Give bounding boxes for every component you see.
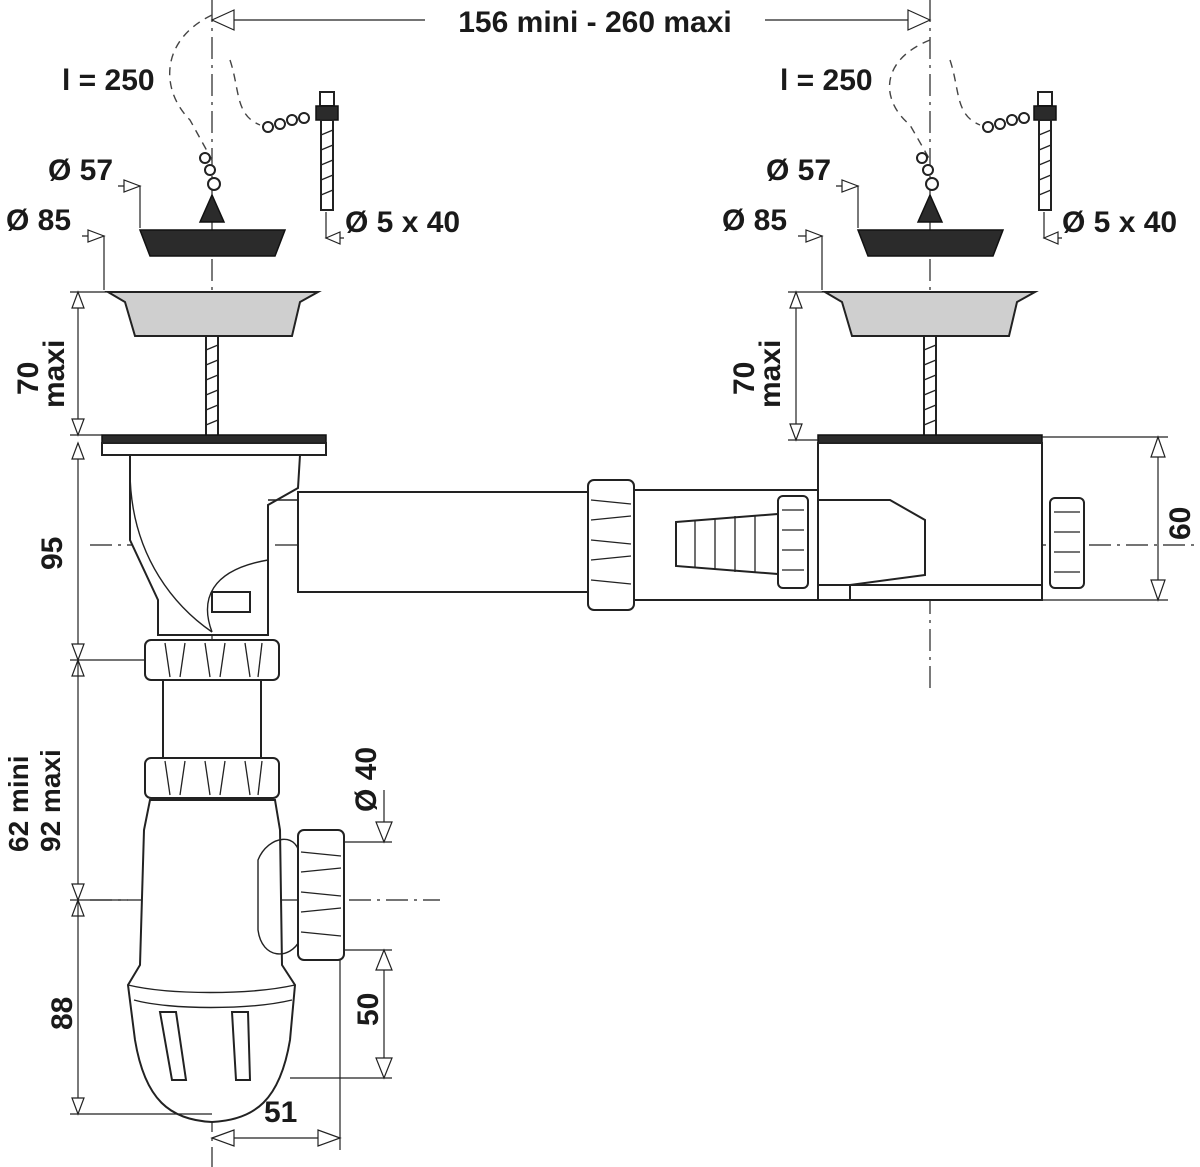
overflow-height-dimension: 60 [1042, 435, 1197, 602]
right-chain-and-stopper: l = 250 Ø 57 Ø 85 Ø 5 x 40 [722, 39, 1177, 290]
left-stopper [138, 229, 287, 257]
left-chain-and-stopper: l = 250 Ø 57 Ø 85 Ø 5 x 40 [6, 14, 460, 290]
left-chain-beads [199, 112, 310, 191]
tube-adjust-max-label: 92 maxi [35, 749, 66, 852]
spacing-dimension: 156 mini - 260 maxi [210, 6, 932, 39]
bottle-trap [126, 799, 301, 1124]
appliance-hose-spigot [675, 495, 809, 589]
left-flange-diameter-label: Ø 85 [6, 204, 71, 237]
left-lower-nut [144, 757, 280, 799]
left-stopper-ring [198, 193, 226, 223]
right-stopper-ring [916, 193, 944, 223]
left-siphon-body [129, 454, 302, 636]
right-end-cap [1049, 497, 1085, 589]
left-body-dimensions: 95 62 mini 92 maxi 88 [3, 441, 212, 1116]
body-height-label: 95 [36, 537, 69, 570]
right-chain-beads [916, 112, 1030, 191]
outlet-diameter-label: Ø 40 [350, 747, 383, 812]
left-basket-strainer [101, 291, 327, 456]
left-thickness-number: 70 [12, 362, 45, 395]
right-stopper-diameter-label: Ø 57 [766, 154, 831, 187]
right-thickness-number: 70 [728, 362, 761, 395]
outlet-rise-label: 50 [352, 993, 385, 1026]
left-thickness-dimension: 70 maxi [12, 290, 108, 437]
left-thickness-word: maxi [38, 340, 71, 408]
right-thickness-word: maxi [754, 340, 787, 408]
left-screw [315, 91, 339, 211]
tube-adjust-min-label: 62 mini [3, 756, 34, 852]
right-screw [1033, 91, 1057, 211]
left-stopper-diameter-label: Ø 57 [48, 154, 113, 187]
right-stopper [856, 229, 1005, 257]
left-upper-nut [144, 639, 280, 681]
adjustable-tube [162, 679, 262, 759]
right-overflow-body [811, 442, 1043, 601]
left-screw-label: Ø 5 x 40 [345, 206, 460, 239]
outlet-dimensions: Ø 40 50 51 [210, 747, 393, 1150]
spacing-label: 156 mini - 260 maxi [458, 6, 732, 39]
right-flange-diameter-label: Ø 85 [722, 204, 787, 237]
overflow-height-label: 60 [1164, 507, 1197, 540]
right-chain-length-label: l = 250 [780, 64, 873, 97]
overflow-pipe [268, 491, 589, 593]
outlet-nut [297, 829, 345, 961]
right-screw-label: Ø 5 x 40 [1062, 206, 1177, 239]
outlet-offset-label: 51 [264, 1096, 297, 1129]
left-chain-length-label: l = 250 [62, 64, 155, 97]
trap-height-label: 88 [46, 997, 79, 1030]
right-basket-strainer [817, 291, 1043, 444]
right-thickness-dimension: 70 maxi [728, 290, 825, 442]
